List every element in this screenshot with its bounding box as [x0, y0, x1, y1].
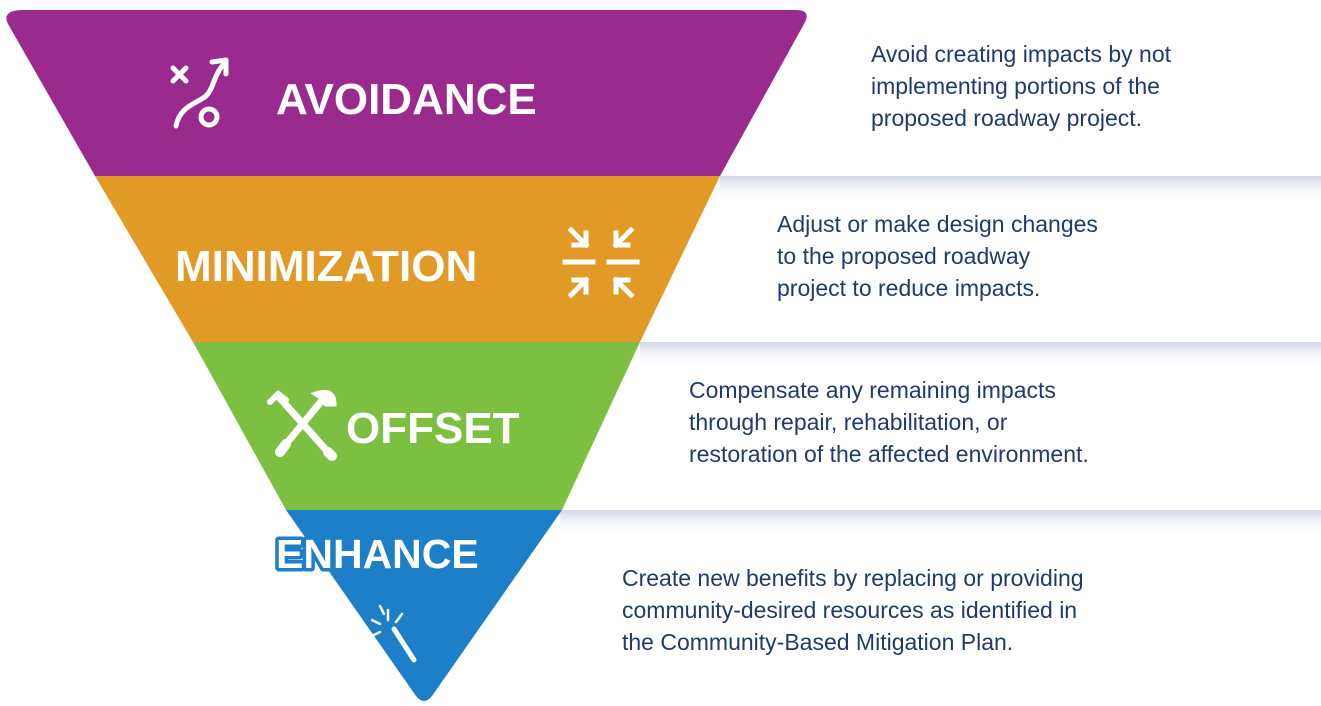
divider-shadows [560, 176, 1321, 536]
enhance-description-line: Create new benefits by replacing or prov… [622, 565, 1084, 591]
avoidance-description-line: implementing portions of the [871, 73, 1160, 99]
minimization-description-line: to the proposed roadway [777, 243, 1031, 269]
divider-shadow-1 [720, 176, 1321, 202]
minimization-description-line: project to reduce impacts. [777, 275, 1041, 301]
minimization-description: Adjust or make design changes to the pro… [777, 208, 1098, 304]
enhance-label: ENHANCE [276, 531, 479, 577]
avoidance-band [6, 10, 807, 176]
divider-shadow-3 [560, 510, 1321, 536]
offset-band [193, 342, 640, 510]
avoidance-description-line: Avoid creating impacts by not [871, 41, 1172, 67]
enhance-description-line: the Community-Based Mitigation Plan. [622, 629, 1014, 655]
minimization-label: MINIMIZATION [175, 242, 477, 291]
minimization-band [95, 176, 720, 342]
offset-description: Compensate any remaining impacts through… [689, 374, 1089, 470]
avoidance-icon [170, 57, 229, 129]
offset-icon [267, 389, 337, 461]
offset-description-line: Compensate any remaining impacts [689, 377, 1056, 403]
avoidance-description: Avoid creating impacts by not implementi… [871, 38, 1171, 134]
enhance-wand-icon [370, 604, 417, 663]
offset-description-line: through repair, rehabilitation, or [689, 409, 1008, 435]
minimization-description-line: Adjust or make design changes [777, 211, 1098, 237]
avoidance-label: AVOIDANCE [276, 75, 537, 124]
enhance-description-line: community-desired resources as identifie… [622, 597, 1078, 623]
offset-label: OFFSET [346, 404, 520, 453]
enhance-band [286, 510, 562, 701]
offset-description-line: restoration of the affected environment. [689, 441, 1089, 467]
avoidance-description-line: proposed roadway project. [871, 105, 1143, 131]
minimization-icon [562, 226, 640, 299]
divider-shadow-2 [640, 342, 1321, 368]
enhance-description: Create new benefits by replacing or prov… [622, 562, 1084, 658]
